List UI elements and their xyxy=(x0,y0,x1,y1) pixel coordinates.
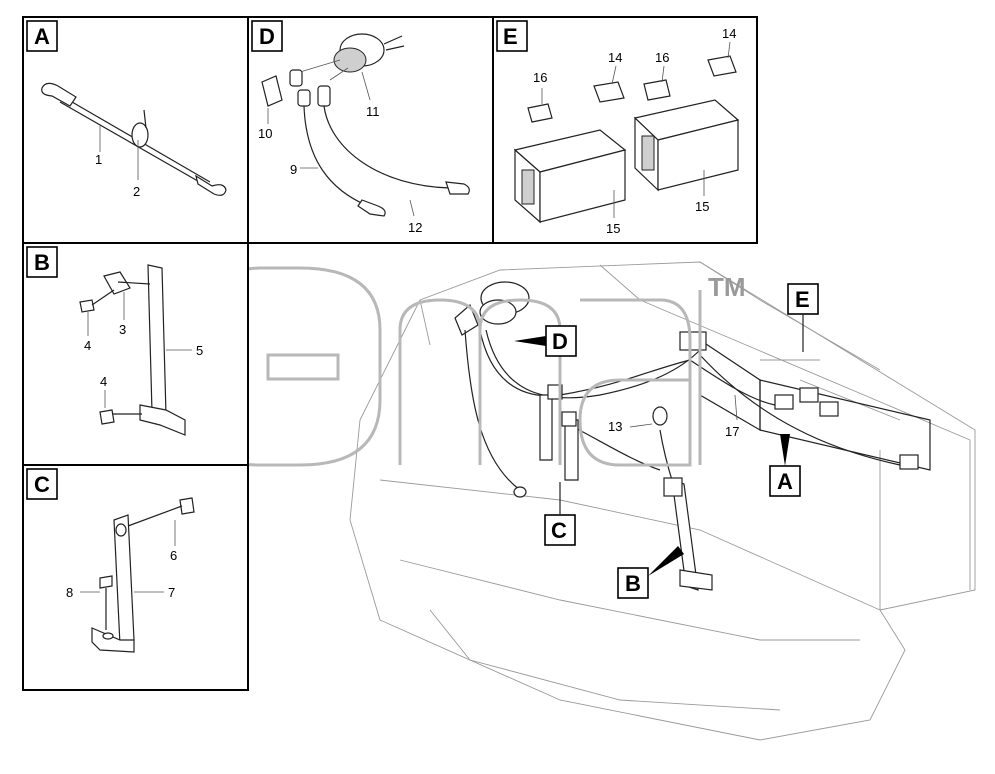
panel-e-label-16-left: 16 xyxy=(533,70,547,85)
callout-a: A xyxy=(777,469,793,494)
callout-e: E xyxy=(795,287,810,312)
panel-e-label-15-left: 15 xyxy=(606,221,620,236)
panel-b-label-4-top: 4 xyxy=(84,338,91,353)
panel-e-label-16-right: 16 xyxy=(655,50,669,65)
panel-b-label-3: 3 xyxy=(119,322,126,337)
callout-13: 13 xyxy=(608,419,622,434)
callout-17: 17 xyxy=(725,424,739,439)
panel-c-label-6: 6 xyxy=(170,548,177,563)
panel-b-label-4-bottom: 4 xyxy=(100,374,107,389)
panel-b-letter: B xyxy=(34,250,50,275)
panel-c-label-7: 7 xyxy=(168,585,175,600)
panel-b: B 4 3 4 5 xyxy=(26,246,203,436)
panel-e-label-14-right: 14 xyxy=(722,26,736,41)
panel-a-letter: A xyxy=(34,24,50,49)
watermark-tm: TM xyxy=(708,272,746,302)
panel-a-label-2: 2 xyxy=(133,184,140,199)
panel-d-label-9: 9 xyxy=(290,162,297,177)
panel-d-letter: D xyxy=(259,24,275,49)
callout-b: B xyxy=(625,571,641,596)
panel-c-label-8: 8 xyxy=(66,585,73,600)
panel-d-label-10: 10 xyxy=(258,126,272,141)
main-assembly xyxy=(349,261,976,741)
panel-d-label-11: 11 xyxy=(366,104,380,119)
panel-e: E 16 14 16 14 15 15 xyxy=(496,20,740,236)
panel-e-letter: E xyxy=(503,24,518,49)
callout-c: C xyxy=(551,518,567,543)
panel-e-label-14-left: 14 xyxy=(608,50,622,65)
panel-c: C 6 8 7 xyxy=(26,468,195,653)
panel-c-letter: C xyxy=(34,472,50,497)
panel-a-label-1: 1 xyxy=(95,152,102,167)
panel-d: D 10 11 9 12 xyxy=(251,20,470,235)
callout-d: D xyxy=(552,329,568,354)
main-callouts: E D A C B 13 17 xyxy=(514,283,819,599)
panel-d-label-12: 12 xyxy=(408,220,422,235)
panel-e-label-15-right: 15 xyxy=(695,199,709,214)
panel-a: A 1 2 xyxy=(26,20,227,199)
panel-b-label-5: 5 xyxy=(196,343,203,358)
